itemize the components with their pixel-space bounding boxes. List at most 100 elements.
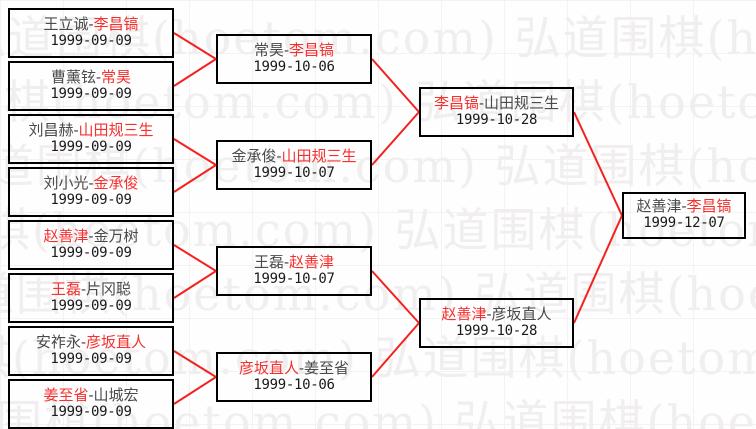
match-date: 1999-10-07	[253, 270, 335, 287]
match-players: 王磊-片冈聪	[50, 279, 132, 298]
player-right: 彦坂直人	[86, 332, 147, 351]
player-left: 赵善津	[636, 197, 682, 216]
player-left: 姜至省	[43, 385, 89, 404]
match-players: 常昊-李昌镐	[253, 40, 334, 59]
player-left: 曹薰铉	[50, 67, 96, 86]
connector-line	[173, 32, 217, 60]
player-separator: -	[80, 279, 87, 298]
player-left: 王磊	[50, 279, 81, 298]
match-players: 刘昌赫-山田规三生	[28, 120, 153, 139]
match-players: 赵善津-彦坂直人	[441, 304, 552, 323]
player-separator: -	[283, 252, 290, 271]
match-date: 1999-09-09	[50, 350, 132, 367]
player-right: 山田规三生	[484, 93, 560, 112]
connector-line	[173, 376, 217, 405]
player-separator: -	[88, 173, 94, 192]
watermark-grid-line	[0, 0, 1, 429]
watermark-grid-line	[441, 0, 442, 429]
watermark-grid-line	[504, 0, 505, 429]
connector-line	[371, 111, 420, 166]
watermark-grid-line	[567, 0, 568, 429]
match-players: 彦坂直人-姜至省	[238, 358, 349, 377]
player-left: 王磊	[253, 252, 284, 271]
player-separator: -	[276, 146, 282, 165]
match-players: 姜至省-山城宏	[43, 385, 139, 404]
match-date: 1999-10-28	[455, 111, 538, 128]
connector-line	[173, 244, 217, 272]
player-separator: -	[80, 332, 87, 351]
player-left: 李昌镐	[433, 93, 479, 112]
player-separator: -	[88, 226, 94, 245]
player-separator: -	[681, 197, 687, 216]
player-separator: -	[283, 40, 290, 59]
connector-line	[573, 111, 623, 216]
player-left: 刘小光	[43, 173, 89, 192]
connector-line	[173, 270, 217, 299]
watermark-grid-line	[378, 0, 379, 429]
match-date: 1999-09-09	[50, 85, 132, 102]
player-left: 赵善津	[43, 226, 89, 245]
match-players: 李昌镐-山田规三生	[433, 93, 560, 112]
match-players: 刘小光-金承俊	[43, 173, 139, 192]
player-right: 金万树	[93, 226, 139, 245]
match-date: 1999-12-07	[643, 215, 725, 232]
match-date: 1999-09-09	[50, 32, 132, 49]
player-right: 山城宏	[93, 385, 139, 404]
connector-line	[371, 270, 420, 324]
player-separator: -	[478, 93, 485, 112]
match-date: 1999-10-06	[253, 376, 335, 393]
match-players: 赵善津-李昌镐	[636, 199, 731, 215]
player-separator: -	[298, 358, 305, 377]
player-right: 李昌镐	[686, 197, 732, 216]
match-date: 1999-10-06	[253, 58, 335, 75]
match-players: 赵善津-金万树	[43, 226, 139, 245]
player-right: 片冈聪	[86, 279, 132, 298]
connector-line	[173, 58, 217, 87]
match-date: 1999-09-09	[50, 403, 132, 420]
player-left: 刘昌赫	[28, 120, 74, 139]
player-left: 赵善津	[441, 304, 487, 323]
match-players: 金承俊-山田规三生	[231, 146, 357, 165]
match-date: 1999-09-09	[50, 244, 132, 261]
connector-line	[371, 58, 420, 113]
player-right: 李昌镐	[93, 14, 139, 33]
connector-line	[573, 215, 623, 324]
watermark-grid-line	[189, 0, 190, 429]
player-separator: -	[88, 14, 94, 33]
player-left: 彦坂直人	[238, 358, 299, 377]
player-right: 山田规三生	[281, 146, 357, 165]
player-right: 彦坂直人	[491, 304, 552, 323]
connector-line	[371, 322, 420, 378]
player-left: 安祚永	[35, 332, 81, 351]
player-left: 金承俊	[231, 146, 277, 165]
watermark-grid-line	[0, 0, 756, 1]
player-right: 赵善津	[289, 252, 335, 271]
match-date: 1999-09-09	[50, 297, 132, 314]
player-right: 常昊	[101, 67, 132, 86]
player-separator: -	[88, 385, 94, 404]
player-left: 常昊	[253, 40, 284, 59]
match-date: 1999-10-07	[253, 164, 335, 181]
player-separator: -	[486, 304, 492, 323]
match-date: 1999-09-09	[50, 191, 132, 208]
player-separator: -	[73, 120, 79, 139]
connector-line	[173, 164, 217, 193]
player-right: 金承俊	[93, 173, 139, 192]
player-separator: -	[95, 67, 102, 86]
